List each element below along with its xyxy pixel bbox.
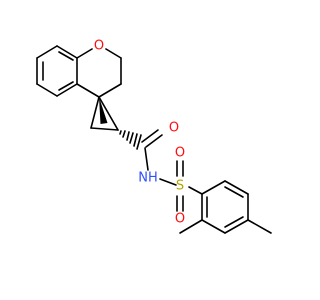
double-bond-inner [224,186,244,198]
bond [90,96,100,129]
hash-line [136,134,142,150]
bond [56,83,78,97]
amide-nitrogen-label: NH [138,171,158,186]
double-bond-inner [224,216,244,228]
cyclopropane-ring [90,96,119,131]
bond [56,45,78,59]
methyl-bond [179,219,203,234]
bond [188,186,203,195]
dimethylphenyl-ring [179,180,272,234]
bond [201,219,226,234]
bond [201,180,226,195]
hash-line [119,130,122,135]
carbonyl-double-bond [145,134,163,148]
bond [159,178,177,186]
bond [105,48,122,59]
structure-canvas: O O NH S O O [36,39,272,234]
bond [224,219,249,234]
sulfonyl-oxygen-top-label: O [175,146,185,161]
hash-line [129,132,134,144]
ring-oxygen-label: O [94,39,104,54]
double-bond-inner [58,51,74,61]
sulfonyl-group [159,160,203,212]
amide-oxygen-label: O [169,121,179,136]
hash-line [126,131,130,141]
double-bond-inner [58,81,74,91]
pyran-ring [76,48,122,98]
hash-line [133,133,138,147]
atom-labels: O O NH S O O [94,39,185,227]
amide-group [119,129,163,171]
bond [76,48,93,59]
sulfonyl-oxygen-bottom-label: O [175,212,185,227]
chemical-structure-diagram: O O NH S O O [36,39,272,234]
bond [76,83,100,98]
bond [224,180,249,195]
stereo-hash-bond [119,130,142,150]
bond [98,96,119,131]
bond [144,147,149,171]
bond [36,45,58,59]
carbonyl-double-bond [141,129,159,143]
sulfur-label: S [176,179,184,194]
hash-line [122,130,126,138]
stereo-wedge-bond [99,97,108,124]
methyl-bond [247,219,272,234]
bond [36,83,58,97]
bond [98,83,122,98]
bond [90,127,119,131]
chromane-benzene-ring [36,45,78,97]
